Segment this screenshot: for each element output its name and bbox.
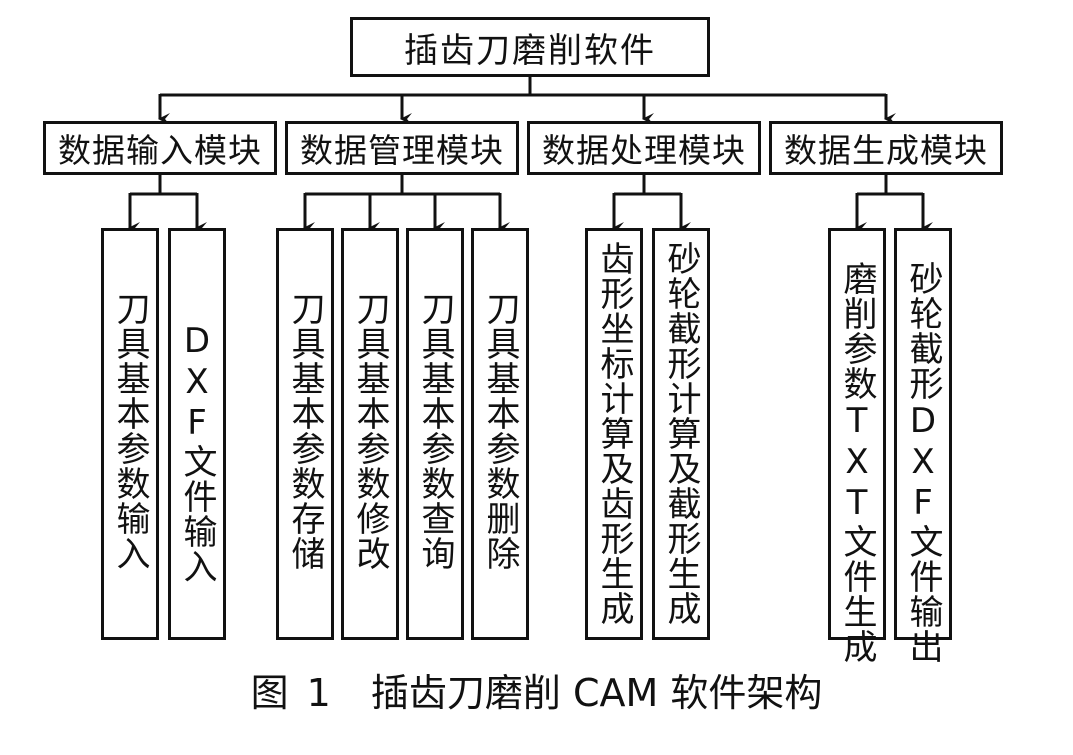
leaf-tool-params-store: 刀具基本参数存储 [276, 228, 334, 640]
leaf-label: 刀具基本参数删除 [480, 291, 520, 571]
leaf-label: 齿形坐标计算及齿形生成 [594, 241, 634, 626]
leaf-tool-params-delete: 刀具基本参数删除 [471, 228, 529, 640]
leaf-label: 磨削参数TXT文件生成 [837, 261, 877, 664]
leaf-label: DXF文件输入 [177, 321, 217, 584]
leaf-tool-params-input: 刀具基本参数输入 [101, 228, 159, 640]
leaf-label: 刀具基本参数修改 [350, 291, 390, 571]
caption-title: 插齿刀磨削 CAM 软件架构 [370, 671, 823, 715]
caption-figure: 图 [250, 671, 289, 715]
root-label: 插齿刀磨削软件 [404, 30, 656, 71]
module-data-processing: 数据处理模块 [527, 121, 761, 175]
leaf-label: 砂轮截形DXF文件输出 [903, 261, 943, 664]
module-data-management: 数据管理模块 [285, 121, 519, 175]
leaf-wheel-profile-calc: 砂轮截形计算及截形生成 [652, 228, 710, 640]
leaf-grinding-txt: 磨削参数TXT文件生成 [828, 228, 886, 664]
leaf-dxf-input: DXF文件输入 [168, 228, 226, 640]
leaf-wheel-dxf-output: 砂轮截形DXF文件输出 [894, 228, 952, 664]
leaf-label: 刀具基本参数存储 [285, 291, 325, 571]
module-label: 数据输入模块 [58, 131, 262, 170]
leaf-label: 刀具基本参数输入 [110, 291, 150, 571]
leaf-tooth-profile-calc: 齿形坐标计算及齿形生成 [585, 228, 643, 640]
leaf-tool-params-modify: 刀具基本参数修改 [341, 228, 399, 640]
module-label: 数据生成模块 [784, 131, 988, 170]
module-data-input: 数据输入模块 [43, 121, 277, 175]
caption-number: 1 [306, 671, 331, 715]
module-data-generation: 数据生成模块 [769, 121, 1003, 175]
leaf-tool-params-query: 刀具基本参数查询 [406, 228, 464, 640]
module-label: 数据处理模块 [542, 131, 746, 170]
leaf-label: 砂轮截形计算及截形生成 [661, 241, 701, 626]
module-label: 数据管理模块 [300, 131, 504, 170]
leaf-label: 刀具基本参数查询 [415, 291, 455, 571]
root-node: 插齿刀磨削软件 [350, 17, 710, 77]
